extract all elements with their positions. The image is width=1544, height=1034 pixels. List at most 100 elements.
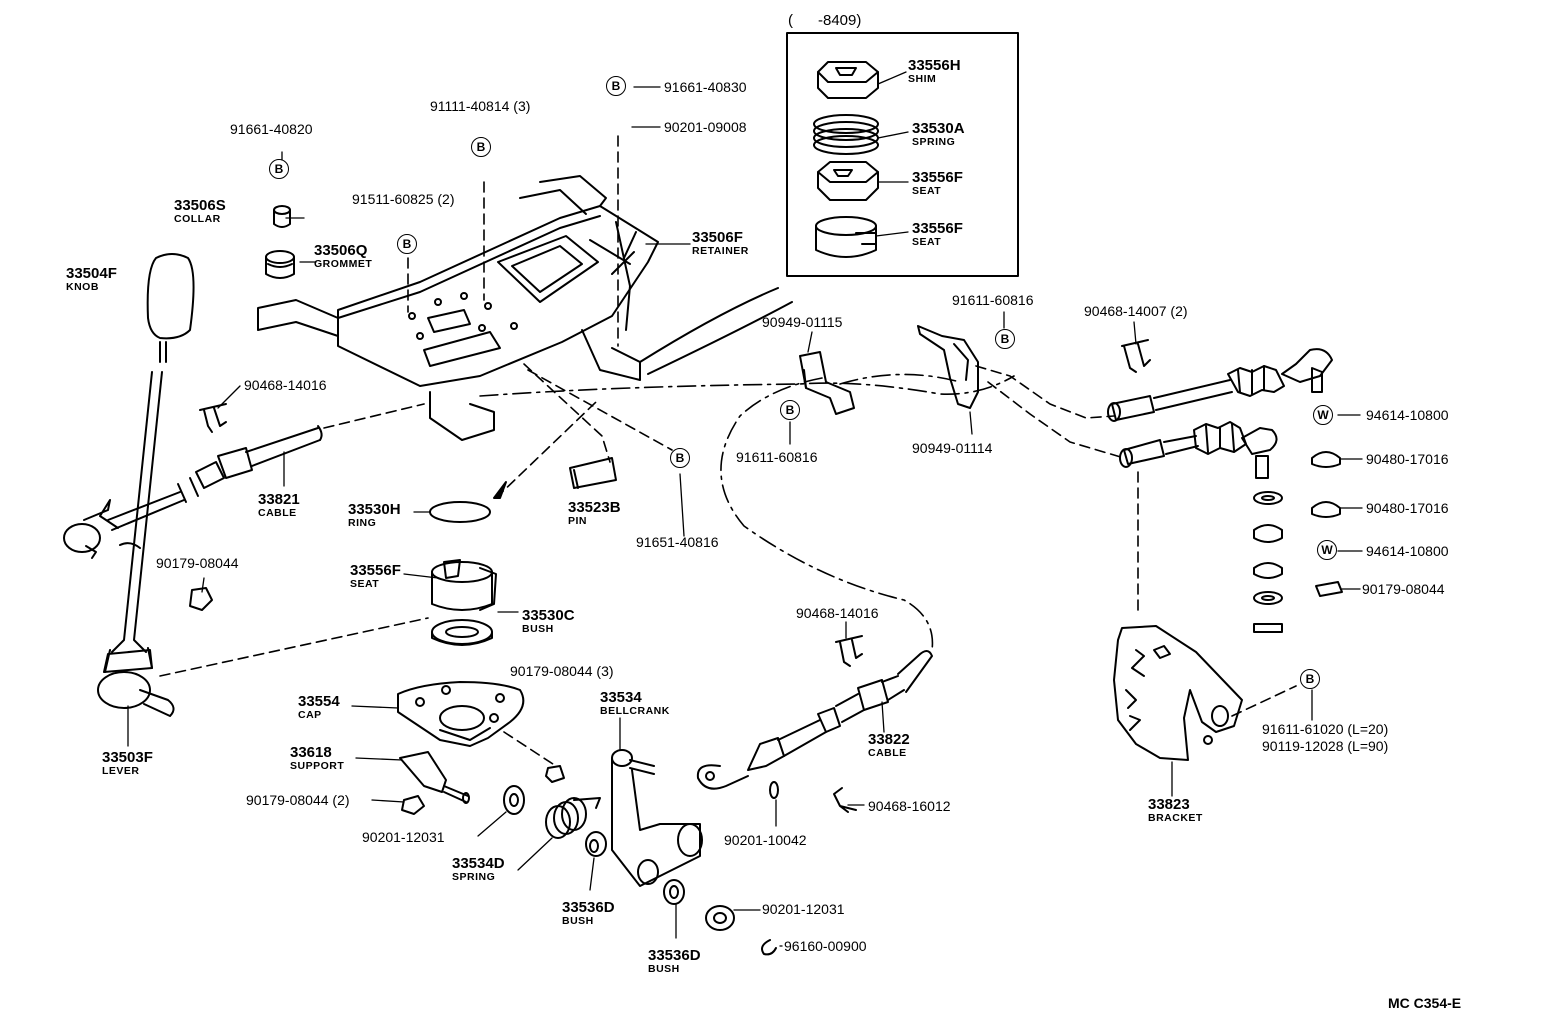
washer-stack-1 [1253, 491, 1283, 505]
washer-90201-10042 [769, 781, 779, 799]
bush-33530C-drawing [431, 619, 493, 646]
label-94614-10800-b: 94614-10800 [1366, 543, 1449, 559]
retainer-33506F-drawing [257, 175, 659, 441]
label-91611-60816-b: 91611-60816 [952, 292, 1034, 308]
bracket-33823-drawing [1113, 625, 1243, 761]
label-90119-12028: 90119-12028 (L=90) [1262, 738, 1389, 754]
label-91611-61020: 91611-61020 (L=20) [1262, 721, 1389, 737]
diagram-code: MC C354-E [1388, 995, 1462, 1011]
label-90468-16012: 90468-16012 [868, 798, 951, 814]
label-96160-00900: 96160-00900 [784, 938, 867, 954]
cable-33821-drawing [63, 425, 323, 559]
clip-90468-14007 [1121, 339, 1151, 373]
label-90201-10042: 90201-10042 [724, 832, 807, 848]
label-91651-40816: 91651-40816 [636, 534, 719, 550]
spring-33534D-drawing [545, 797, 601, 839]
nut-90179-08044-2 [401, 795, 425, 815]
seat-33556F-inset-2-drawing [815, 216, 877, 258]
leader-lines [127, 71, 1363, 947]
floor-line-2 [647, 301, 793, 375]
cable-ends-drawing [1107, 348, 1333, 479]
washer-stack-5 [1253, 623, 1283, 633]
eclip-96160-00900 [761, 939, 777, 956]
b-mark-icon: B [606, 76, 626, 96]
nut-90179-08044-3 [545, 765, 565, 783]
pin-33523B-drawing [569, 457, 617, 489]
label-90201-12031-a: 90201-12031 [362, 829, 445, 845]
cable-33822-drawing [696, 650, 933, 790]
collar-33506S-drawing [273, 205, 291, 228]
cap-33554-drawing [397, 681, 525, 747]
b-mark-icon: B [397, 234, 417, 254]
label-91661-40830: 91661-40830 [664, 79, 747, 95]
w-mark-icon: W [1317, 540, 1337, 560]
label-90179-08044-b: 90179-08044 [1362, 581, 1445, 597]
label-90949-01115: 90949-01115 [762, 314, 843, 330]
grommet-90480-17016-a [1311, 451, 1341, 468]
label-91611-60816-a: 91611-60816 [736, 449, 818, 465]
label-91511-60825: 91511-60825 (2) [352, 191, 455, 207]
label-90201-12031-b: 90201-12031 [762, 901, 845, 917]
label-90468-14016-a: 90468-14016 [244, 377, 327, 393]
inset-note: ( -8409) [788, 12, 862, 29]
lever-33503F-drawing [97, 371, 175, 717]
label-90480-17016-b: 90480-17016 [1366, 500, 1449, 516]
b-mark-icon: B [995, 329, 1015, 349]
w-mark-icon: W [1313, 405, 1333, 425]
washer-stack-4 [1253, 591, 1283, 605]
grommet-90480-17016-b [1311, 501, 1341, 518]
spring-33530A-drawing [813, 114, 879, 155]
washer-stack-3 [1253, 562, 1283, 579]
b-mark-icon: B [269, 159, 289, 179]
b-mark-icon: B [670, 448, 690, 468]
bellcrank-33534-drawing [611, 749, 703, 887]
b-mark-icon: B [1300, 669, 1320, 689]
nut-90179-08044-b [1315, 581, 1343, 597]
arrow-head [493, 481, 507, 499]
label-90468-14007: 90468-14007 (2) [1084, 303, 1188, 319]
label-90480-17016-a: 90480-17016 [1366, 451, 1449, 467]
label-90179-08044-2: 90179-08044 (2) [246, 792, 350, 808]
ring-33530H-drawing [429, 501, 491, 523]
seat-33556F-inset-1-drawing [817, 161, 879, 201]
b-mark-icon: B [780, 400, 800, 420]
bush-33536D-b-drawing [663, 879, 685, 905]
label-90949-01114: 90949-01114 [912, 440, 993, 456]
knob-33504F-drawing [146, 253, 195, 363]
grommet-33506Q-drawing [265, 250, 295, 279]
dashed-leaders [159, 135, 1297, 767]
label-91111-40814: 91111-40814 (3) [430, 98, 531, 114]
label-90468-14016-b: 90468-14016 [796, 605, 879, 621]
clip-90468-14016-a [199, 403, 227, 433]
clamp-90949-01114-drawing [917, 325, 979, 409]
label-90179-08044-3: 90179-08044 (3) [510, 663, 614, 679]
clamp-90949-01115-drawing [799, 351, 855, 415]
inset-frame [786, 32, 1019, 277]
support-33618-drawing [399, 751, 470, 804]
label-90201-09008: 90201-09008 [664, 119, 747, 135]
b-mark-icon: B [471, 137, 491, 157]
washer-90201-12031-a [503, 785, 525, 815]
nut-90179-08044-a [189, 587, 213, 611]
label-91661-40820: 91661-40820 [230, 121, 313, 137]
